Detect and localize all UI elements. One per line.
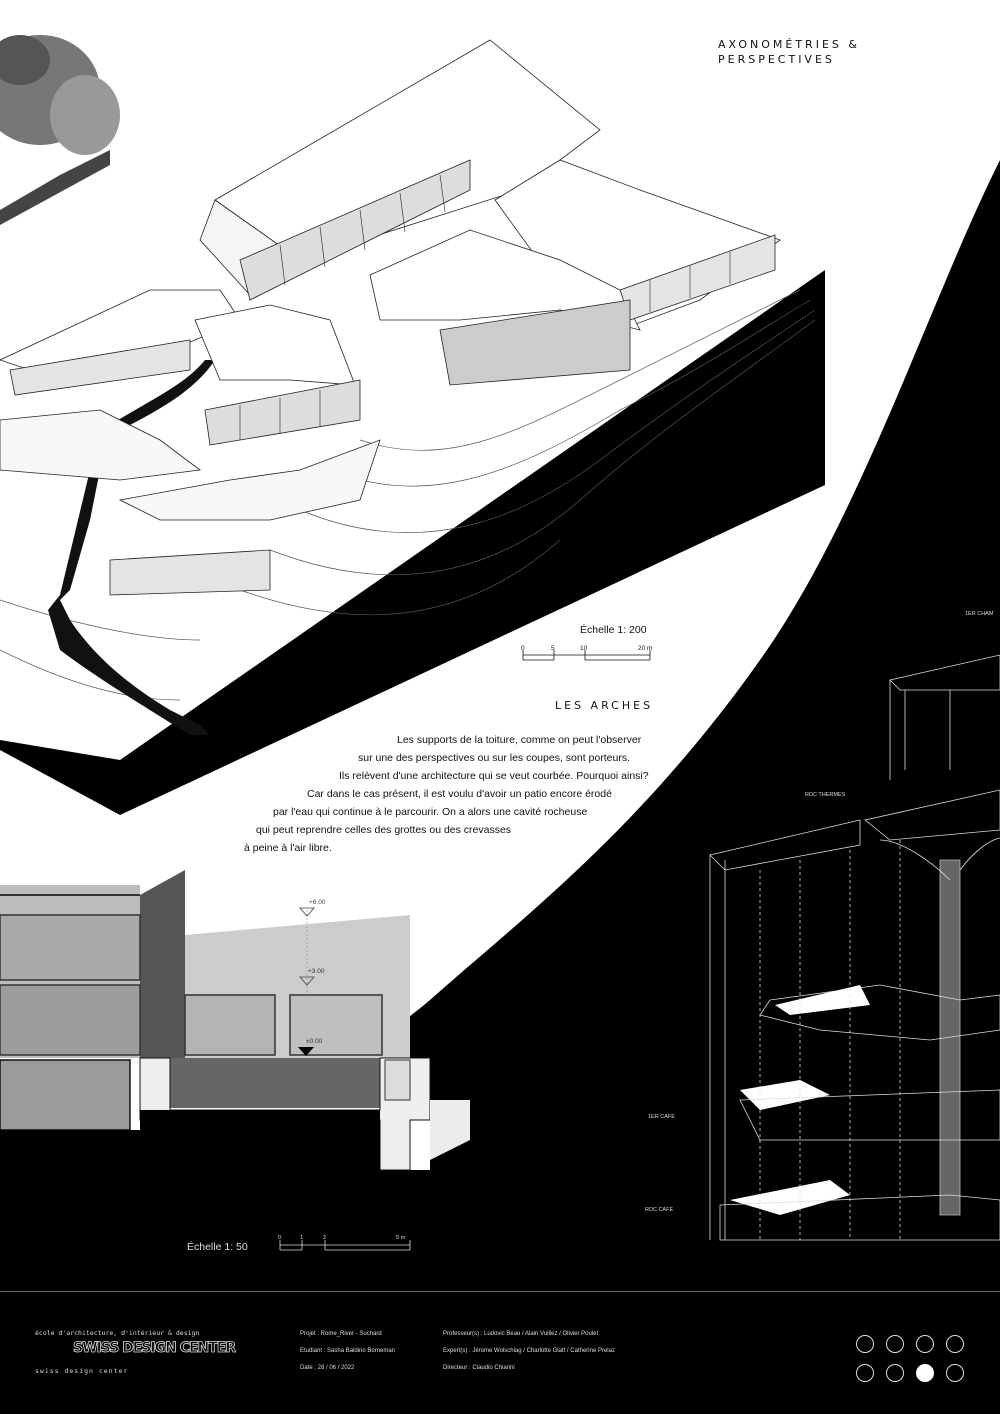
axo-scale-label: Échelle 1: 200 [580, 624, 647, 636]
black-curve-field [0, 160, 1000, 1414]
section-scale-tick-0: 0 [278, 1235, 282, 1241]
axo-scale-tick-5: 5 [551, 645, 555, 652]
arches-line-3: Ils relèvent d'une architecture qui se v… [339, 770, 649, 782]
axo-water-channel [48, 360, 215, 735]
header-title: AXONOMÉTRIES & PERSPECTIVES [718, 37, 860, 67]
header-title-line2: PERSPECTIVES [718, 53, 835, 66]
page-dot-1[interactable] [856, 1335, 874, 1353]
page-dot-2[interactable] [886, 1335, 904, 1353]
arches-line-4: Car dans le cas présent, il est voulu d'… [307, 788, 612, 800]
arches-line-6: qui peut reprendre celles des grottes ou… [256, 824, 512, 836]
axo-scale-tick-20: 20 m [638, 645, 653, 652]
footer-directeur: Directeur : Claudio Chiarini [443, 1365, 515, 1371]
axo-buildings [0, 39, 781, 596]
section-scale-tick-5: 5 m [396, 1235, 406, 1241]
label-rdc-cafe: RDC CAFÉ [645, 1207, 674, 1213]
axo-contours [0, 289, 816, 701]
arches-line-2: sur une des perspectives ou sur les coup… [358, 752, 630, 764]
page-dot-8[interactable] [946, 1364, 964, 1382]
axo-scale-tick-0: 0 [521, 645, 525, 652]
label-rdc-thermes: RDC THERMES [805, 792, 846, 798]
arches-title: LES ARCHES [555, 699, 654, 712]
footer-etudiant: Etudiant : Sasha Baldino Borneman [300, 1348, 396, 1354]
label-1er-cafe: 1ER CAFÉ [648, 1114, 675, 1120]
footer-projet: Projet : Rome_River - Suchard [300, 1331, 382, 1337]
page-dot-5[interactable] [856, 1364, 874, 1382]
footer-divider [0, 1291, 1000, 1292]
page-dot-6[interactable] [886, 1364, 904, 1382]
arches-line-5: par l'eau qui continue à le parcourir. O… [273, 806, 588, 818]
header-title-line1: AXONOMÉTRIES & [718, 38, 860, 51]
axo-tree-vignette [0, 35, 120, 225]
footer-experts: Expert(s) : Jérome Wolschlag / Charlotte… [443, 1348, 615, 1354]
section-scale-tick-2: 2 [323, 1235, 327, 1241]
page-dot-3[interactable] [916, 1335, 934, 1353]
section-drawing [0, 870, 470, 1171]
arches-line-1: Les supports de la toiture, comme on peu… [397, 734, 642, 746]
section-scale-tick-1: 1 [300, 1235, 304, 1241]
section-scale-label: Échelle 1: 50 [187, 1241, 248, 1253]
level-0: ±0.00 [306, 1038, 323, 1045]
school-line: école d'architecture, d'intérieur & desi… [35, 1329, 200, 1337]
footer-professeurs: Professeur(s) : Ludovic Beau / Alain Vui… [443, 1331, 599, 1337]
section-scale-bar [279, 1240, 411, 1251]
school-logo: SWISS DESIGN CENTER [73, 1340, 237, 1357]
page-dot-7-active[interactable] [916, 1364, 934, 1382]
level-6: +6.00 [309, 899, 326, 906]
label-1er-chambres: 1ER CHAM [965, 611, 994, 617]
page-dot-4[interactable] [946, 1335, 964, 1353]
footer: école d'architecture, d'intérieur & desi… [0, 1290, 1000, 1414]
school-sub: swiss design center [35, 1367, 129, 1375]
axo-mullions [239, 174, 731, 440]
arches-line-7: à peine à l'air libre. [244, 842, 332, 854]
level-3: +3.00 [308, 968, 325, 975]
exploded-perspective [709, 654, 1000, 1241]
axo-scale-bar [522, 650, 651, 661]
axo-scale-tick-10: 10 [580, 645, 588, 652]
footer-date: Date : 28 / 06 / 2022 [300, 1365, 355, 1371]
